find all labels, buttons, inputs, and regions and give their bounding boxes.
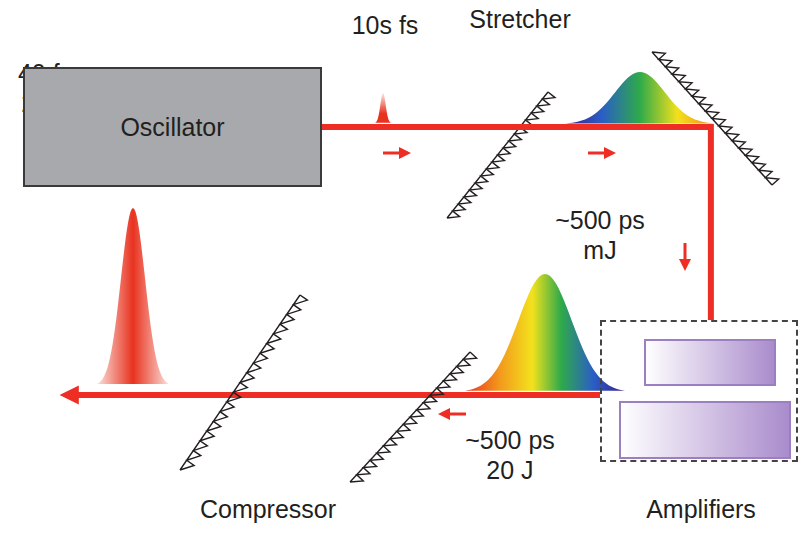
direction-arrow <box>383 152 405 155</box>
laser-pulse <box>375 93 391 123</box>
diffraction-grating <box>350 352 477 482</box>
annotation-label: 10s fs <box>340 10 430 40</box>
amplifier-rod <box>645 340 775 385</box>
amplifier-group: Amplifiers <box>600 320 798 462</box>
annotation-label: Compressor <box>178 494 358 524</box>
amplifier-rod <box>620 402 790 458</box>
laser-beam <box>322 127 711 320</box>
annotation-label: ~500 ps 20 J <box>450 425 570 485</box>
annotation-label: Stretcher <box>445 4 595 34</box>
direction-arrow <box>684 243 687 265</box>
laser-pulse <box>565 72 715 123</box>
diffraction-grating <box>447 92 555 218</box>
output-beam <box>75 392 600 398</box>
node-label: Oscillator <box>110 112 234 142</box>
group-heading: Amplifiers <box>592 494 802 524</box>
diffraction-grating <box>180 295 307 470</box>
direction-arrow <box>588 152 610 155</box>
annotation-label: ~500 ps mJ <box>540 205 660 265</box>
oscillator-box: Oscillator <box>23 67 322 187</box>
laser-pulse <box>97 208 169 384</box>
direction-arrow <box>444 413 466 416</box>
